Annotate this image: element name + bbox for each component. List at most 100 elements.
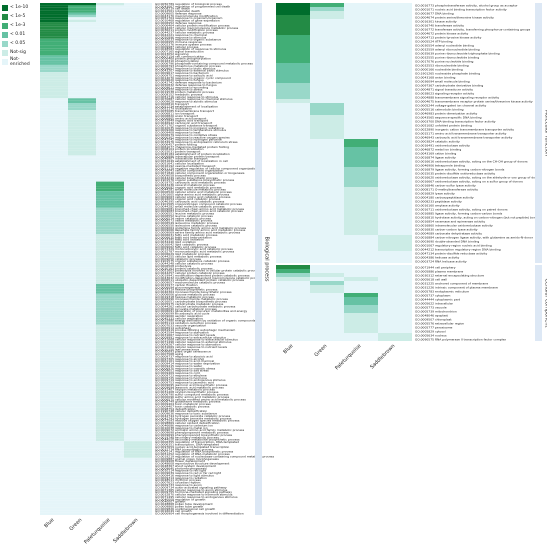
- heatmap-cell: [96, 443, 124, 446]
- heatmap-cell: [40, 157, 68, 161]
- row-label: GO:0009620 response to fungus: [155, 78, 204, 82]
- heatmap-cell: [96, 36, 124, 39]
- heatmap-cell: [68, 50, 96, 54]
- heatmap-cell: [124, 384, 152, 387]
- row-label: GO:0008171 O-methyltransferase activity: [415, 187, 478, 191]
- heatmap-cell: [68, 281, 96, 285]
- row-label: GO:0009651 response to salt stress: [155, 369, 209, 373]
- heatmap-cell: [310, 3, 344, 7]
- heatmap-cell: [378, 281, 412, 285]
- heatmap-cell: [124, 136, 152, 139]
- row-label: GO:2001141 regulation of RNA biosyntheti…: [155, 450, 234, 454]
- heatmap-cell: [124, 334, 152, 337]
- heatmap-cell: [124, 198, 152, 201]
- heatmap-cell: [124, 72, 152, 75]
- heatmap-cell: [96, 424, 124, 427]
- heatmap-cell: [68, 255, 96, 258]
- heatmap-cell: [96, 14, 124, 18]
- heatmap-cell: [40, 43, 68, 46]
- heatmap-cell: [378, 67, 412, 71]
- row-label: GO:0016711 oxidoreductase activity, acti…: [415, 207, 508, 211]
- heatmap-cell: [124, 55, 152, 58]
- heatmap-cell: [276, 285, 310, 289]
- row-label: GO:0097305 response to alcohol: [155, 357, 204, 361]
- heatmap-cell: [310, 171, 344, 175]
- heatmap-cell: [276, 273, 310, 277]
- heatmap-cell: [68, 83, 96, 87]
- heatmap-cell: [40, 307, 68, 311]
- heatmap-cell: [276, 47, 310, 51]
- heatmap-cell: [344, 111, 378, 115]
- heatmap-cell: [276, 309, 310, 313]
- heatmap-cell: [96, 484, 124, 487]
- heatmap-cell: [124, 131, 152, 134]
- row-label: GO:0036211 protein modification process: [155, 28, 218, 32]
- heatmap-cell: [96, 279, 124, 282]
- heatmap-cell: [124, 314, 152, 318]
- heatmap-cell: [276, 123, 310, 127]
- row-label: GO:0008104 protein localization: [155, 147, 204, 151]
- heatmap-cell: [378, 321, 412, 325]
- row-label: GO:0016049 cell growth: [155, 509, 192, 513]
- heatmap-cell: [96, 262, 124, 265]
- heatmap-cell: [68, 79, 96, 82]
- heatmap-cell: [40, 360, 68, 363]
- heatmap-cell: [68, 357, 96, 361]
- heatmap-cell: [124, 419, 152, 423]
- heatmap-cell: [68, 129, 96, 132]
- heatmap-cell: [124, 214, 152, 218]
- heatmap-cell: [310, 269, 344, 273]
- heatmap-cell: [124, 107, 152, 111]
- row-label: GO:0031226 intrinsic component of plasma…: [415, 285, 498, 289]
- row-label: GO:0009628 response to abiotic stimulus: [155, 100, 218, 104]
- row-label: GO:0032774 RNA biosynthetic process: [155, 447, 214, 451]
- heatmap-cell: [96, 429, 124, 432]
- heatmap-cell: [310, 297, 344, 301]
- row-label: GO:0016846 carbon-sulfur lyase activity: [415, 183, 476, 187]
- heatmap-cell: [124, 510, 152, 513]
- heatmap-cell: [276, 239, 310, 243]
- heatmap-cell: [40, 495, 68, 499]
- legend-label: < 1e-3: [10, 23, 26, 28]
- heatmap-cell: [276, 139, 310, 143]
- heatmap-cell: [68, 376, 96, 380]
- heatmap-cell: [378, 59, 412, 63]
- heatmap-cell: [40, 324, 68, 327]
- heatmap-cell: [276, 277, 310, 281]
- heatmap-cell: [124, 257, 152, 261]
- heatmap-cell: [124, 467, 152, 470]
- heatmap-cell: [276, 55, 310, 59]
- heatmap-cell: [40, 229, 68, 232]
- heatmap-cell: [40, 503, 68, 506]
- row-label: GO:0009407 toxin catabolic process: [155, 404, 210, 408]
- heatmap-cell: [96, 343, 124, 346]
- heatmap-cell: [378, 255, 412, 259]
- heatmap-cell: [378, 211, 412, 215]
- heatmap-cell: [40, 155, 68, 158]
- heatmap-cell: [68, 3, 96, 6]
- heatmap-cell: [124, 445, 152, 449]
- heatmap-cell: [378, 135, 412, 139]
- heatmap-cell: [96, 143, 124, 146]
- heatmap-cell: [96, 391, 124, 394]
- heatmap-cell: [124, 429, 152, 432]
- heatmap-cell: [40, 212, 68, 215]
- heatmap-cell: [124, 186, 152, 189]
- heatmap-cell: [124, 224, 152, 227]
- heatmap-cell: [96, 188, 124, 192]
- row-label: GO:0043632 modification-dependent macrom…: [155, 276, 262, 280]
- row-label: GO:0016051 carbohydrate biosynthetic pro…: [155, 300, 227, 304]
- heatmap-cell: [96, 205, 124, 208]
- heatmap-cell: [40, 348, 68, 351]
- row-label: GO:0004713 protein tyrosine kinase activ…: [415, 35, 482, 39]
- row-label: GO:0032870 cellular response to hormone …: [155, 493, 233, 497]
- heatmap-cell: [40, 353, 68, 356]
- row-label: GO:0009611 response to wounding: [155, 85, 208, 89]
- heatmap-cell: [378, 227, 412, 231]
- heatmap-cell: [96, 219, 124, 223]
- heatmap-cell: [276, 3, 310, 7]
- heatmap-cell: [124, 12, 152, 15]
- row-label: GO:0019748 secondary metabolic process: [155, 435, 219, 439]
- heatmap-cell: [378, 297, 412, 301]
